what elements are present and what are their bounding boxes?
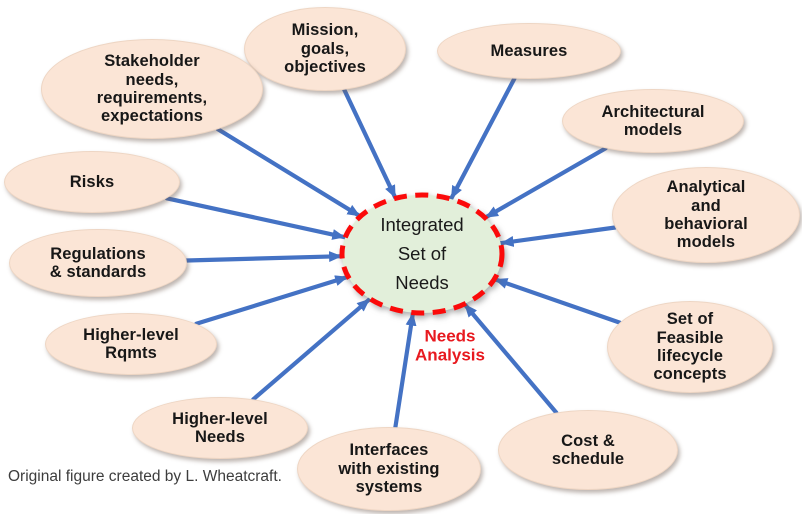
node-label: Interfaces with existing systems xyxy=(338,441,440,497)
node-cost-schedule: Cost & schedule xyxy=(498,410,678,490)
node-analytical-and-behavioral-models: Analytical and behavioral models xyxy=(612,167,800,263)
arrow-layer xyxy=(164,76,622,430)
node-label: Stakeholder needs, requirements, expecta… xyxy=(96,52,208,126)
node-higher-level-needs: Higher-level Needs xyxy=(132,397,308,459)
node-label: Analytical and behavioral models xyxy=(664,178,748,252)
arrow-set-of-feasible-lifecycle-concepts xyxy=(492,277,622,325)
arrow-risks xyxy=(164,196,348,240)
node-label: Risks xyxy=(69,172,115,191)
arrow-analytical-and-behavioral-models xyxy=(498,225,618,247)
node-risks: Risks xyxy=(4,151,180,213)
arrow-architectural-models xyxy=(483,146,608,220)
node-set-of-feasible-lifecycle-concepts: Set of Feasible lifecycle concepts xyxy=(607,301,773,393)
node-label: Cost & schedule xyxy=(551,431,625,468)
node-label: Regulations & standards xyxy=(49,244,147,281)
arrow-measures xyxy=(448,76,517,202)
node-stakeholder-needs-requirements-expectations: Stakeholder needs, requirements, expecta… xyxy=(41,39,263,139)
needs-analysis-label: Needs Analysis xyxy=(415,326,485,364)
node-measures: Measures xyxy=(437,23,621,79)
node-label: Mission, goals, objectives xyxy=(284,21,366,77)
center-label: Integrated Set of Needs xyxy=(380,214,464,294)
arrow-regulations-standards xyxy=(184,251,345,263)
arrow-mission-goals-objectives xyxy=(342,87,398,201)
node-regulations-standards: Regulations & standards xyxy=(9,229,187,297)
node-label: Set of Feasible lifecycle concepts xyxy=(653,310,727,384)
node-higher-level-rqmts: Higher-level Rqmts xyxy=(45,313,217,375)
node-architectural-models: Architectural models xyxy=(562,89,744,153)
center-ellipse-fill xyxy=(342,195,502,313)
center-ellipse-dashed-border xyxy=(339,192,505,316)
node-label: Higher-level Rqmts xyxy=(83,325,179,362)
node-label: Architectural models xyxy=(601,102,705,139)
node-label: Higher-level Needs xyxy=(172,409,268,446)
integrated-set-of-needs-ellipse xyxy=(339,192,505,316)
attribution-text: Original figure created by L. Wheatcraft… xyxy=(8,468,282,485)
arrow-cost-schedule xyxy=(462,301,559,415)
arrow-higher-level-needs xyxy=(251,296,373,402)
arrow-higher-level-rqmts xyxy=(194,274,351,326)
node-mission-goals-objectives: Mission, goals, objectives xyxy=(244,7,406,91)
arrow-stakeholder-needs-requirements-expectations xyxy=(215,127,363,219)
arrow-interfaces-with-existing-systems xyxy=(393,310,417,430)
node-interfaces-with-existing-systems: Interfaces with existing systems xyxy=(297,427,481,511)
node-label: Measures xyxy=(490,41,568,60)
